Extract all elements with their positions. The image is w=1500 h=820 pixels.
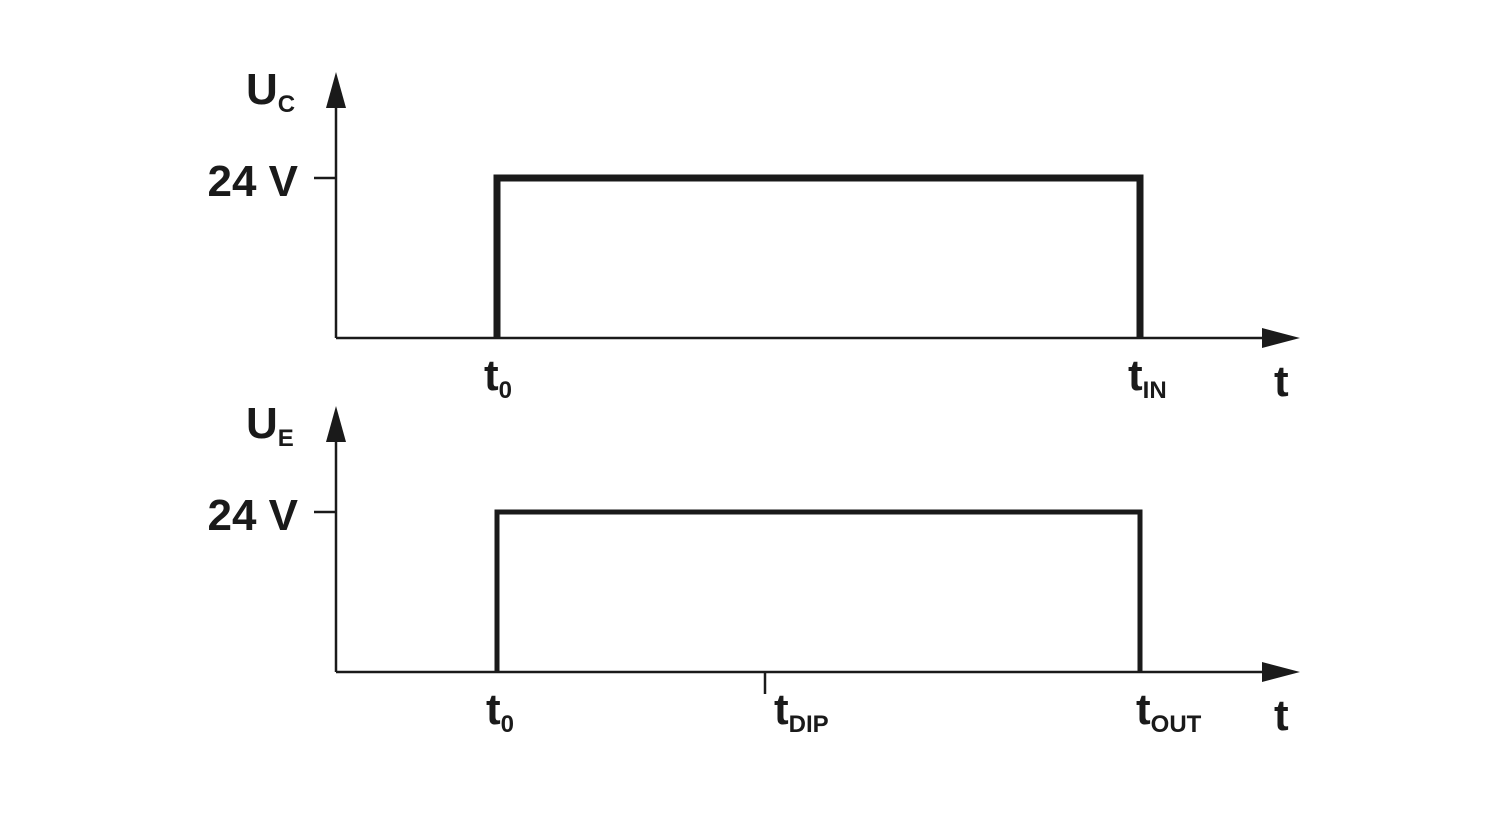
top-x-label: t [1274,357,1289,406]
top-y-label: UC [246,65,295,118]
bottom-marker-tdip: tDIP [774,685,829,738]
bottom-level-label: 24 V [207,491,298,540]
bottom-pulse-waveform [494,509,1143,672]
top-y-axis-arrowhead [326,72,346,108]
top-pulse-waveform [493,174,1144,338]
bottom-y-label: UE [246,399,294,452]
bottom-x-axis-arrowhead [1262,662,1300,682]
top-x-axis-arrowhead [1262,328,1300,348]
top-level-label: 24 V [207,157,298,206]
bottom-x-label: t [1274,691,1289,740]
top-marker-t0: t0 [484,351,512,404]
bottom-y-axis-arrowhead [326,406,346,442]
bottom-chart: UE 24 V t0 tDIP tOUT t [207,399,1300,740]
bottom-marker-t0: t0 [486,685,514,738]
top-chart: UC 24 V t0 tIN t [207,65,1300,406]
top-marker-tin: tIN [1128,351,1167,404]
bottom-marker-tout: tOUT [1136,685,1202,738]
